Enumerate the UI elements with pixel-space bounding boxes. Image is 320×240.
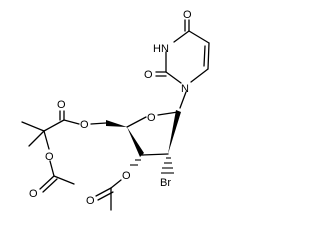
atom-n1: N: [181, 83, 189, 95]
c3prime-acetate: [95, 154, 144, 211]
bond-c6-n1: [190, 68, 209, 83]
sugar-ring: [126, 91, 187, 157]
atom-br: Br: [160, 177, 171, 189]
bond-o3-cacyl: [110, 179, 122, 189]
atom-n3: HN: [153, 43, 169, 55]
atom-o2: O: [144, 69, 153, 81]
molecule-structure: O HN O N O O O O O O O Br: [21, 9, 210, 211]
bond-c1prime-oring: [157, 111, 179, 116]
bond-c4prime-c3prime-wedge: [127, 127, 144, 157]
bond-c2prime-br-hash: [161, 157, 174, 174]
bromine-substituent: [161, 157, 174, 174]
bond-cquat-methyl1: [21, 121, 45, 132]
bond-c2prime-c1prime-wedge: [168, 110, 181, 154]
bond-cacyl-oacyl: [95, 187, 112, 197]
bond-c4-c5: [188, 30, 210, 44]
atom-o-acetyl-carbonyl: O: [29, 188, 38, 200]
bond-c5-c6: [207, 42, 210, 70]
bond-c5-c6-double: [203, 45, 206, 67]
bond-cacyl-oacyl: [39, 175, 55, 190]
bond-oester-ccarbonyl: [63, 119, 80, 125]
bond-otert-cacyl: [49, 160, 55, 177]
bond-c5prime-oester: [90, 122, 107, 125]
bond-n3-c4: [173, 30, 190, 43]
bond-oring-c4prime: [126, 116, 147, 128]
atom-labels: O HN O N O O O O O O O Br: [29, 9, 192, 207]
bond-cquat-methyl2: [28, 130, 45, 147]
atom-o4: O: [183, 9, 192, 21]
atom-o-ester-carbonyl: O: [57, 99, 66, 111]
atom-o-ring: O: [147, 112, 156, 124]
atom-o3-acetyl-carbonyl: O: [86, 195, 95, 207]
bond-n1-c2: [165, 71, 182, 84]
bond-c4prime-c5prime-wedge: [106, 120, 127, 127]
bond-c3prime-o3-hash: [130, 154, 144, 166]
bond-ccarbonyl-cquat: [43, 119, 65, 132]
bond-cquat-otert: [43, 130, 50, 150]
bond-n1-c1prime: [179, 91, 187, 109]
c5prime-ester: [21, 110, 127, 193]
bond-c3prime-c2prime: [141, 153, 169, 156]
bond-cacyl-oacyl-double: [42, 178, 58, 193]
uracil-ring: [155, 19, 210, 84]
bond-cacyl-methyl: [53, 175, 75, 185]
atom-o-ester: O: [80, 119, 89, 131]
atom-o-tert: O: [45, 151, 54, 163]
atom-o3: O: [122, 170, 131, 182]
